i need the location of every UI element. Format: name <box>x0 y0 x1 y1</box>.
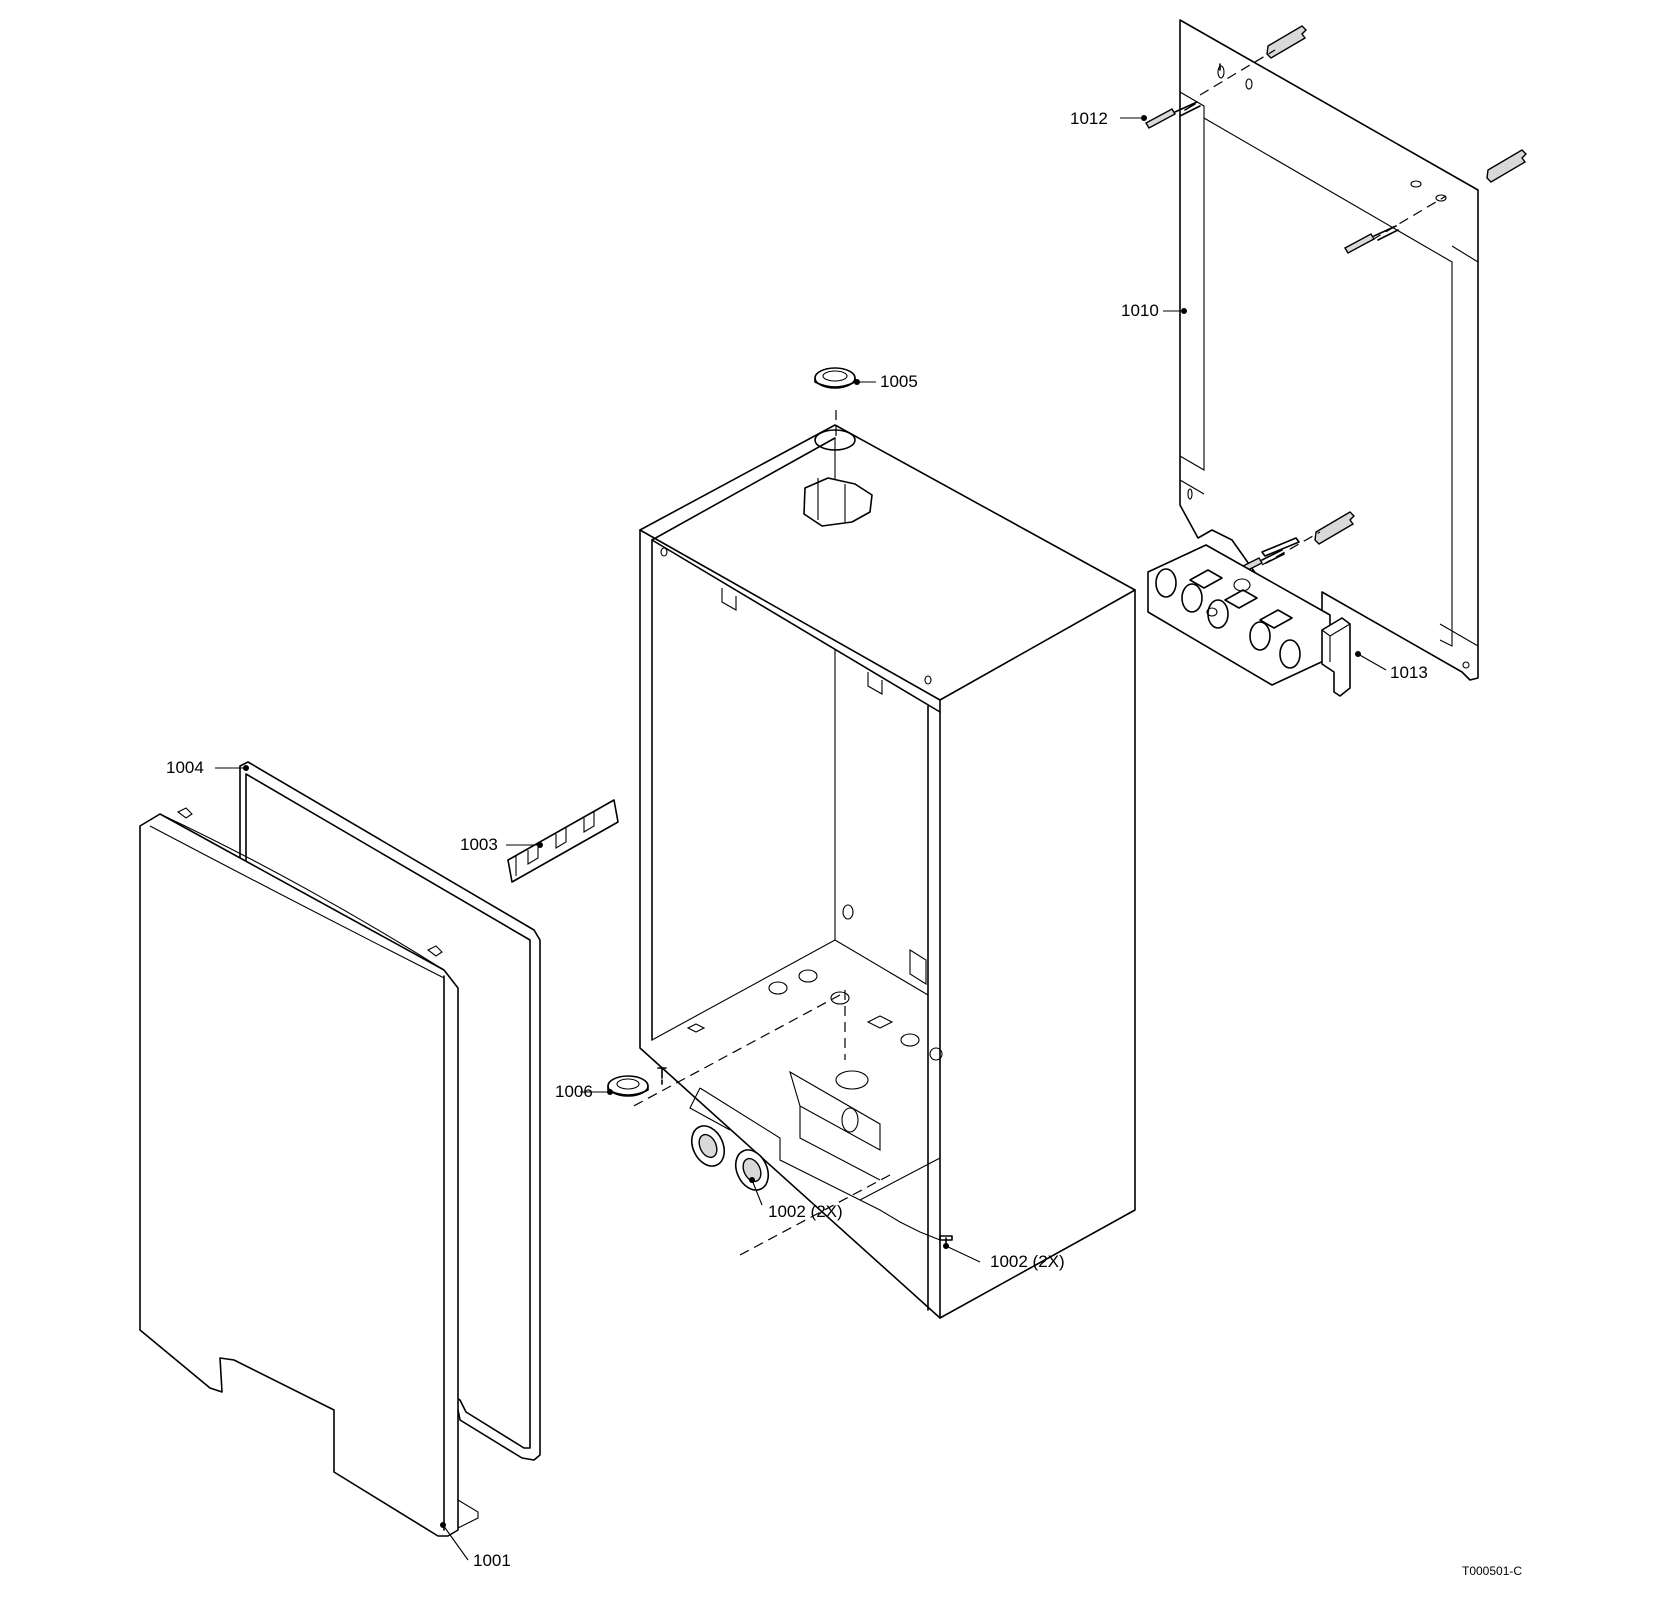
grommet-1006 <box>607 1067 667 1097</box>
bracket-1013 <box>1321 617 1351 697</box>
callout-1005: 1005 <box>880 372 918 391</box>
callout-1010: 1010 <box>1121 301 1159 320</box>
leader-lines <box>215 115 1387 1561</box>
connection-bracket <box>1147 544 1331 686</box>
callout-1002-grommet: 1002 (2X) <box>768 1202 843 1221</box>
callout-1003: 1003 <box>460 835 498 854</box>
callout-1004: 1004 <box>166 758 204 777</box>
flue-grommet-1005 <box>814 367 856 389</box>
callout-1006: 1006 <box>555 1082 593 1101</box>
strip-1003 <box>507 799 619 883</box>
drawing-id: T000501-C <box>1462 1564 1523 1578</box>
casing-box <box>639 424 1136 1319</box>
wall-plugs <box>1266 25 1527 545</box>
callout-1013: 1013 <box>1390 663 1428 682</box>
grommets-1002 <box>690 1125 770 1191</box>
callout-1001: 1001 <box>473 1551 511 1570</box>
callout-1002-screw: 1002 (2X) <box>990 1252 1065 1271</box>
callout-1012: 1012 <box>1070 109 1108 128</box>
front-panel-1001 <box>139 807 479 1537</box>
